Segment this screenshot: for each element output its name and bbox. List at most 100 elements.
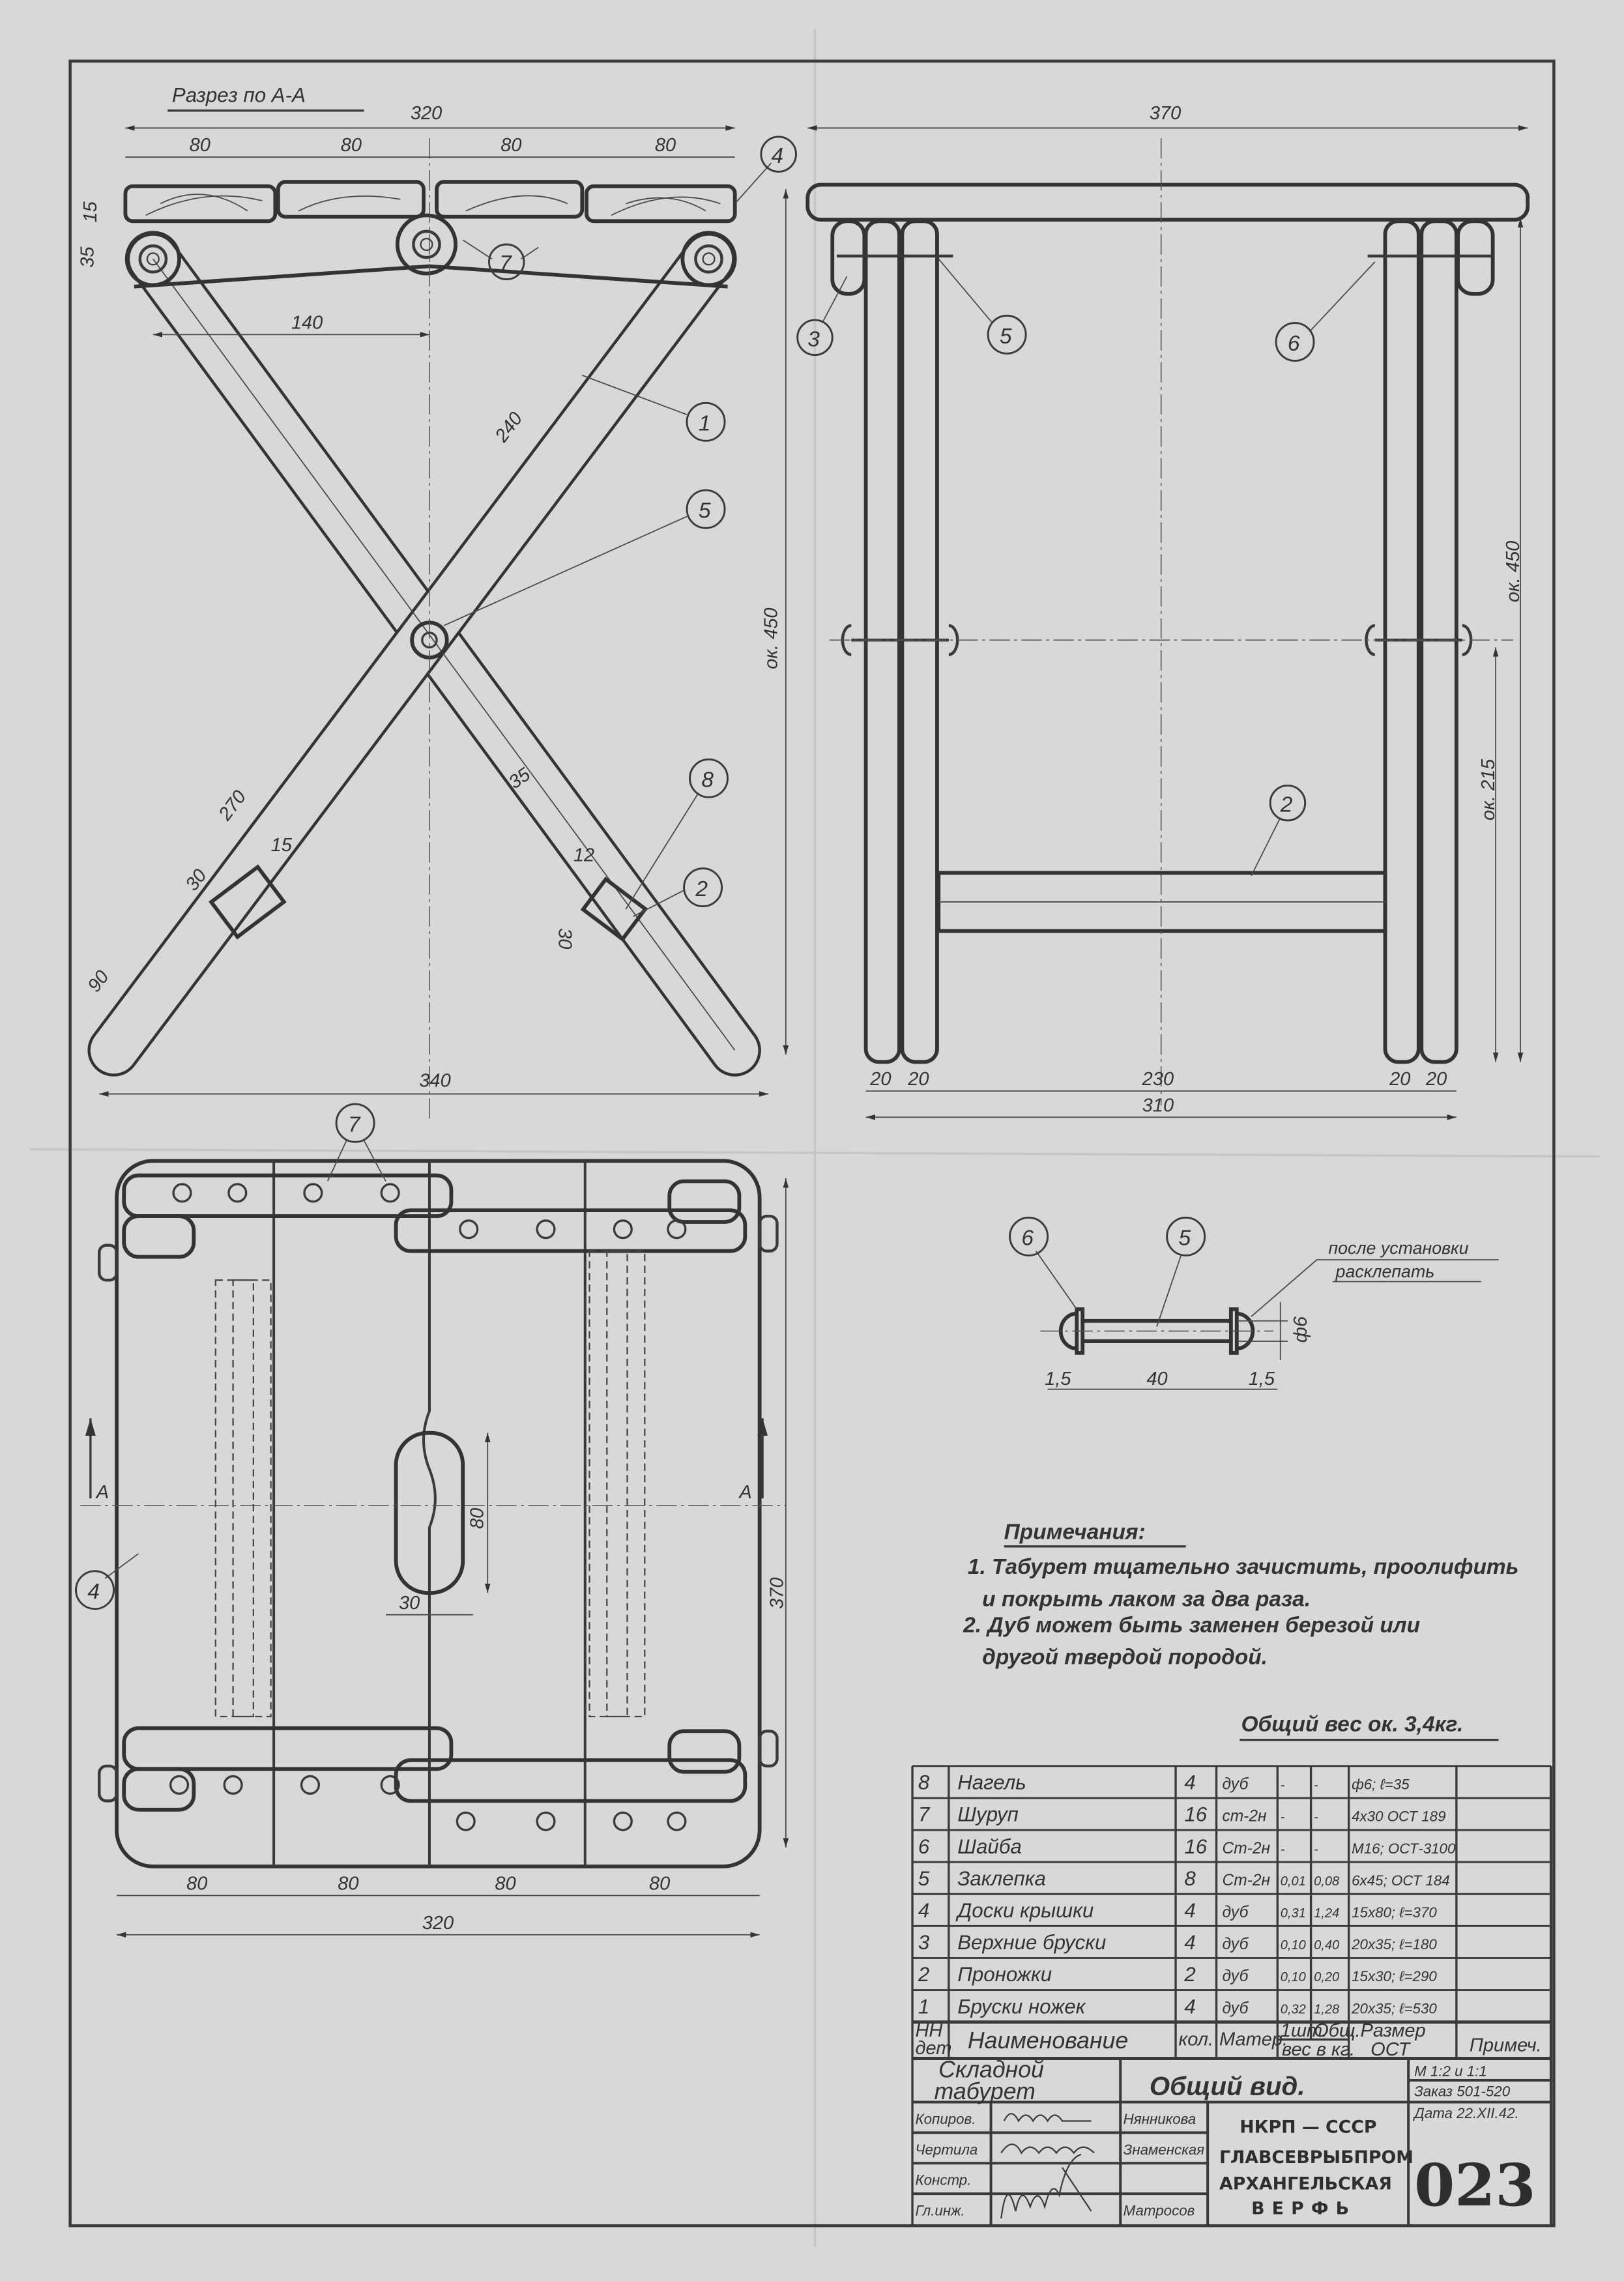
section-mark-left: А bbox=[95, 1482, 109, 1503]
callout-6: 6 bbox=[1009, 1216, 1077, 1310]
section-mark-right: А bbox=[738, 1482, 751, 1503]
screw-heads bbox=[169, 1183, 687, 1831]
dim-20: 20 bbox=[1425, 1069, 1447, 1090]
dim-20: 20 bbox=[907, 1069, 929, 1090]
pivot-right bbox=[680, 231, 737, 287]
callout-7: 7 bbox=[326, 1103, 386, 1182]
pivot-left bbox=[124, 231, 181, 287]
cell-size: 6x45; ОСТ 184 bbox=[1352, 1872, 1450, 1889]
cell-size: ф6; ℓ=35 bbox=[1352, 1777, 1410, 1793]
cell-size: 15x30; ℓ=290 bbox=[1352, 1968, 1437, 1984]
svg-text:3: 3 bbox=[807, 327, 820, 351]
cell-unit-weight: 0,10 bbox=[1281, 1970, 1306, 1984]
notes: Примечания: 1. Табурет тщательно зачисти… bbox=[963, 1520, 1519, 1741]
section-marks: А А bbox=[80, 1418, 786, 1507]
svg-text:Наименование: Наименование bbox=[968, 2027, 1128, 2054]
dim-80: 80 bbox=[190, 135, 210, 156]
cell-unit-weight: 0,01 bbox=[1281, 1874, 1306, 1889]
order-number: Заказ 501-520 bbox=[1414, 2084, 1511, 2100]
seat-outline bbox=[115, 1159, 762, 1868]
dim-stretcher-height: ок. 215 bbox=[1478, 759, 1499, 821]
product-name-line1: Складной bbox=[938, 2056, 1044, 2082]
dim-15: 15 bbox=[80, 201, 101, 222]
cell-no: 7 bbox=[918, 1803, 931, 1826]
org-line: НКРП — СССР bbox=[1240, 2117, 1376, 2137]
rivet-note-line1: после установки bbox=[1328, 1238, 1468, 1258]
notes-title: Примечания: bbox=[1004, 1520, 1146, 1545]
total-weight: Общий вес ок. 3,4кг. bbox=[1241, 1712, 1463, 1736]
cell-qty: 4 bbox=[1184, 1899, 1195, 1922]
cell-size: 15x80; ℓ=370 bbox=[1352, 1904, 1437, 1921]
callout-8: 8 bbox=[625, 758, 729, 910]
date: Дата 22.XII.42. bbox=[1412, 2105, 1519, 2121]
cell-unit-weight: 0,10 bbox=[1281, 1938, 1306, 1953]
cell-unit-weight: - bbox=[1281, 1842, 1285, 1857]
cell-total-weight: 1,28 bbox=[1314, 2002, 1340, 2016]
title-block: Складной табурет Общий вид. М 1:2 и 1:1 … bbox=[912, 1765, 1552, 2226]
svg-text:8: 8 bbox=[701, 768, 714, 792]
pivot-center-top bbox=[395, 213, 458, 276]
dowel-cutout bbox=[209, 864, 287, 940]
rivet-detail: ф6 1,5 40 1,5 6 5 после установки раскле… bbox=[1009, 1216, 1499, 1390]
cell-name: Шайба bbox=[957, 1835, 1021, 1858]
parts-table: НН дет Наименование кол. Матер. 1шт. Общ… bbox=[911, 1765, 1551, 2226]
svg-text:кол.: кол. bbox=[1179, 2029, 1214, 2050]
role-label: Гл.инж. bbox=[915, 2203, 964, 2219]
note-line: 1. Табурет тщательно зачистить, проолифи… bbox=[968, 1555, 1519, 1579]
board-joints bbox=[272, 1161, 587, 1867]
cell-material: Ст-2н bbox=[1222, 1840, 1270, 1857]
side-tabs bbox=[98, 1214, 779, 1803]
dim-20: 20 bbox=[869, 1069, 891, 1090]
cell-material: ст-2н bbox=[1222, 1808, 1267, 1825]
svg-text:5: 5 bbox=[699, 499, 711, 523]
cell-total-weight: - bbox=[1314, 1779, 1318, 1793]
cell-material: дуб bbox=[1222, 1904, 1249, 1921]
svg-text:4: 4 bbox=[772, 144, 784, 168]
sheet-border bbox=[68, 59, 1556, 2228]
signer-name: Знаменская bbox=[1124, 2142, 1204, 2158]
signer-name: Нянникова bbox=[1124, 2111, 1196, 2127]
svg-text:4: 4 bbox=[87, 1580, 100, 1604]
svg-text:2: 2 bbox=[695, 877, 708, 901]
dim-80: 80 bbox=[495, 1874, 515, 1895]
dim-height: ок. 450 bbox=[761, 607, 781, 669]
dim-diameter: ф6 bbox=[1290, 1316, 1311, 1343]
dim-length: 40 bbox=[1146, 1369, 1167, 1389]
plan-view: А А 80 80 80 80 320 370 80 30 7 4 bbox=[75, 1103, 789, 1938]
note-line: 2. Дуб может быть заменен березой или bbox=[963, 1613, 1420, 1637]
svg-text:6: 6 bbox=[1021, 1227, 1034, 1251]
cell-name: Доски крышки bbox=[955, 1899, 1094, 1922]
callout-1: 1 bbox=[582, 375, 726, 442]
cell-material: Ст-2н bbox=[1222, 1872, 1270, 1889]
cell-qty: 16 bbox=[1184, 1835, 1207, 1858]
cell-unit-weight: 0,32 bbox=[1281, 2002, 1306, 2016]
scale: М 1:2 и 1:1 bbox=[1414, 2063, 1487, 2079]
wood-grain-hatch bbox=[145, 194, 721, 216]
role-label: Констр. bbox=[915, 2172, 971, 2188]
org-line: ГЛАВСЕВРЫБПРОМ bbox=[1219, 2147, 1414, 2168]
callout-4: 4 bbox=[75, 1553, 139, 1610]
dim-head-right: 1,5 bbox=[1249, 1369, 1275, 1389]
svg-text:дет: дет bbox=[915, 2038, 951, 2059]
svg-text:НН: НН bbox=[915, 2020, 942, 2041]
note-line: другой твердой породой. bbox=[982, 1646, 1268, 1670]
dim-320: 320 bbox=[411, 103, 442, 124]
cell-unit-weight: 0,31 bbox=[1281, 1906, 1306, 1921]
cell-material: дуб bbox=[1222, 1936, 1249, 1953]
cell-qty: 4 bbox=[1184, 1771, 1195, 1794]
org-line: ВЕРФЬ bbox=[1251, 2198, 1356, 2218]
cell-unit-weight: - bbox=[1281, 1810, 1285, 1825]
cell-material: дуб bbox=[1222, 1776, 1249, 1794]
dim-35: 35 bbox=[77, 246, 98, 268]
note-line: и покрыть лаком за два раза. bbox=[982, 1587, 1311, 1611]
dim-slot-30: 30 bbox=[399, 1593, 420, 1614]
cell-size: 20x35; ℓ=530 bbox=[1351, 2000, 1437, 2016]
svg-text:5: 5 bbox=[1179, 1227, 1191, 1251]
dim-370: 370 bbox=[766, 1577, 787, 1608]
cell-total-weight: 0,20 bbox=[1314, 1970, 1339, 1984]
